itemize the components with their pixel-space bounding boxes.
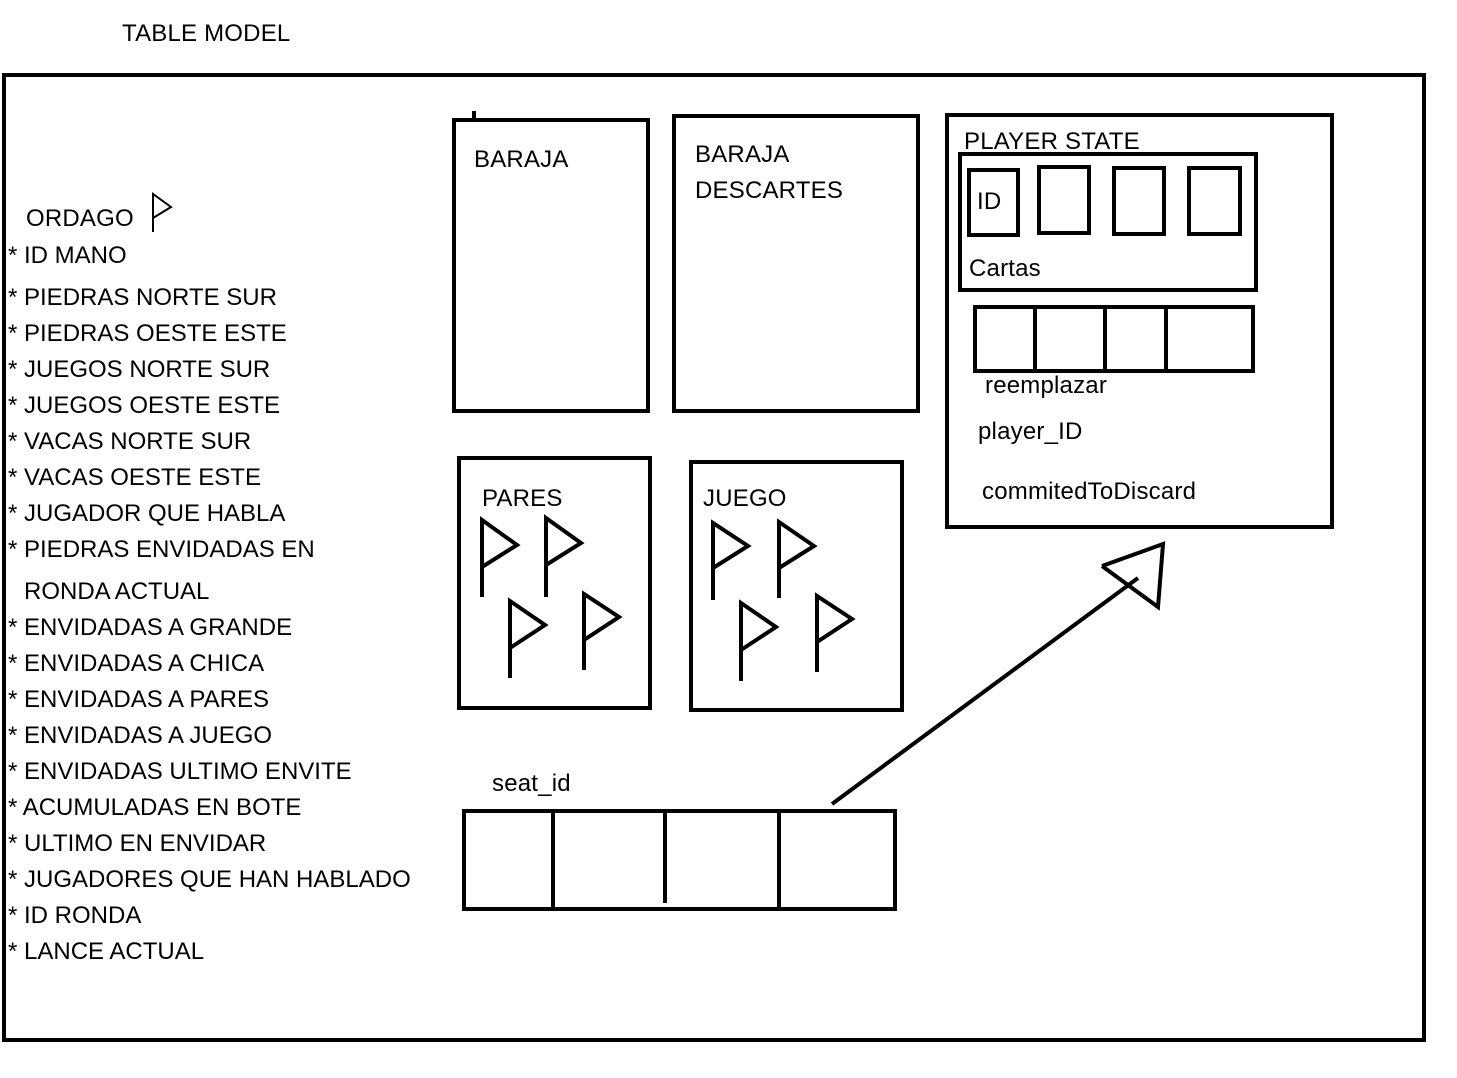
player-id-label: player_ID xyxy=(978,418,1083,445)
attribute-vacas-oeste-este: * VACAS OESTE ESTE xyxy=(8,464,261,491)
baraja-box xyxy=(452,118,650,413)
attribute-piedras-norte-sur: * PIEDRAS NORTE SUR xyxy=(8,284,277,311)
attribute-lance-actual: * LANCE ACTUAL xyxy=(8,938,205,965)
seat-slot-divider xyxy=(551,811,555,909)
attribute-piedras-oeste-este: * PIEDRAS OESTE ESTE xyxy=(8,320,287,347)
attribute-jugador-que-habla: * JUGADOR QUE HABLA xyxy=(8,500,286,527)
attribute-ultimo-envidar: * ULTIMO EN ENVIDAR xyxy=(8,830,267,857)
attribute-envidadas-pares: * ENVIDADAS A PARES xyxy=(8,686,269,713)
attribute-juegos-norte-sur: * JUEGOS NORTE SUR xyxy=(8,356,271,383)
pares-box xyxy=(457,456,652,710)
seat-id-array xyxy=(462,809,897,911)
player-state-title: PLAYER STATE xyxy=(964,128,1140,155)
attribute-id-ronda: * ID RONDA xyxy=(8,902,142,929)
ordago-flag-icon xyxy=(152,192,173,232)
reemplazar-array xyxy=(973,305,1255,373)
attribute-ronda-actual: RONDA ACTUAL xyxy=(24,578,210,605)
attribute-jugadores-hablado: * JUGADORES QUE HAN HABLADO xyxy=(8,866,411,893)
baraja-descartes-label-line1: BARAJA xyxy=(695,141,790,168)
baraja-label: BARAJA xyxy=(474,146,569,173)
attribute-vacas-norte-sur: * VACAS NORTE SUR xyxy=(8,428,252,455)
baraja-descartes-box xyxy=(672,114,920,413)
pares-label: PARES xyxy=(482,485,563,512)
card-slot xyxy=(1187,166,1242,236)
committed-to-discard-label: commitedToDiscard xyxy=(982,478,1197,505)
card-slot-id xyxy=(967,168,1020,237)
player-state-box xyxy=(945,113,1334,529)
ordago-label: ORDAGO xyxy=(26,205,134,232)
juego-label: JUEGO xyxy=(703,485,787,512)
baraja-tick xyxy=(472,111,476,121)
card-id-label: ID xyxy=(977,188,1002,215)
reemplazar-slot-divider xyxy=(1033,307,1037,371)
attribute-piedras-envidadas: * PIEDRAS ENVIDADAS EN xyxy=(8,536,315,563)
seat-slot-divider xyxy=(777,811,781,909)
reemplazar-label: reemplazar xyxy=(985,372,1108,399)
attribute-envidadas-chica: * ENVIDADAS A CHICA xyxy=(8,650,265,677)
attribute-envidadas-ultimo-envite: * ENVIDADAS ULTIMO ENVITE xyxy=(8,758,352,785)
card-slot xyxy=(1112,166,1166,236)
cartas-label: Cartas xyxy=(969,255,1041,282)
attribute-envidadas-juego: * ENVIDADAS A JUEGO xyxy=(8,722,273,749)
attribute-juegos-oeste-este: * JUEGOS OESTE ESTE xyxy=(8,392,281,419)
baraja-descartes-label-line2: DESCARTES xyxy=(695,177,844,204)
reemplazar-slot-divider xyxy=(1164,307,1168,371)
diagram-title: TABLE MODEL xyxy=(122,20,291,47)
cartas-box xyxy=(958,152,1258,292)
seat-id-label: seat_id xyxy=(492,770,571,797)
attribute-id-mano: * ID MANO xyxy=(8,242,127,269)
table-model-frame xyxy=(2,73,1426,1042)
seat-slot-divider xyxy=(663,811,667,903)
card-slot xyxy=(1037,165,1091,235)
attribute-acumuladas-bote: * ACUMULADAS EN BOTE xyxy=(8,794,302,821)
reemplazar-slot-divider xyxy=(1103,307,1107,371)
attribute-envidadas-grande: * ENVIDADAS A GRANDE xyxy=(8,614,293,641)
